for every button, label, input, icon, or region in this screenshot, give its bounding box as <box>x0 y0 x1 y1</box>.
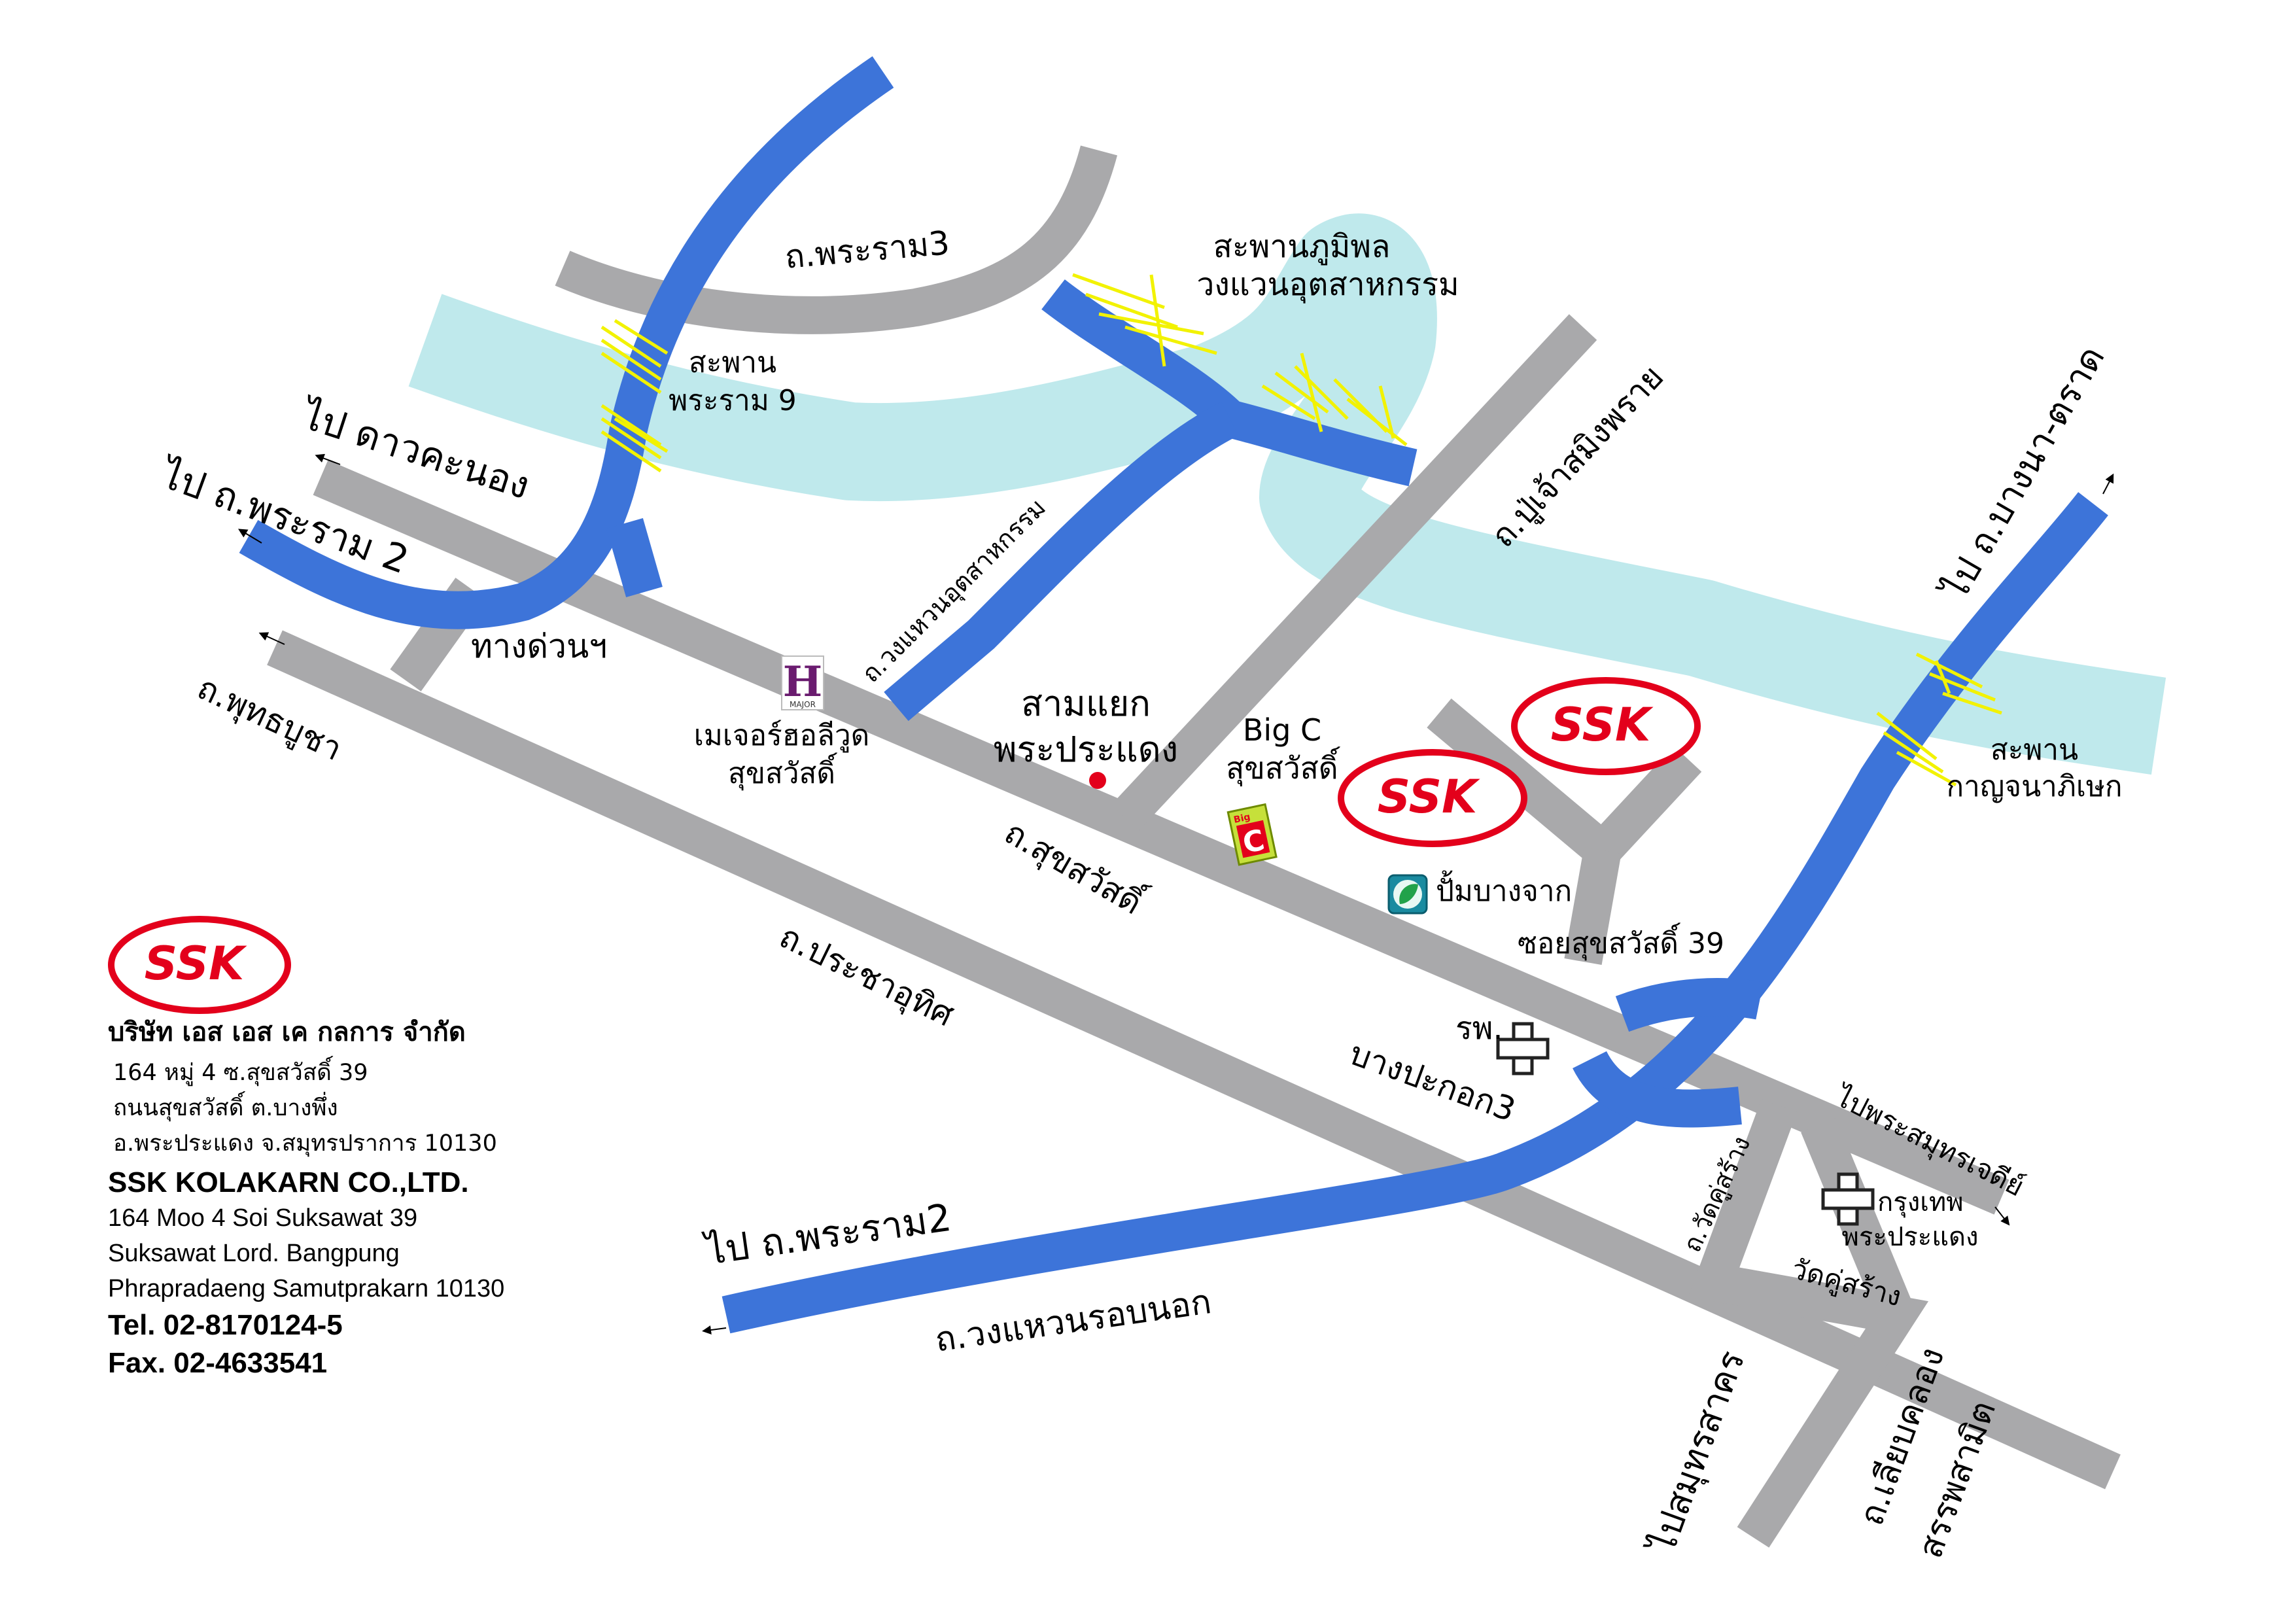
rama9-expressway <box>239 56 894 629</box>
label-soi-39: ซอยสุขสวัสดิ์ 39 <box>1518 927 1724 960</box>
interchange-loop-2 <box>1573 1050 1742 1128</box>
label-bangkok-hosp-1: กรุงเทพ <box>1877 1187 1964 1217</box>
label-rama9-bridge-2: พระราม 9 <box>669 384 797 417</box>
big-c-logo: C Big <box>1226 803 1278 866</box>
roads <box>267 145 2121 1548</box>
label-sam-yaek-2: พระประแดง <box>993 729 1179 770</box>
puchao-samingphrai-road <box>1111 314 1597 831</box>
expressway-branch <box>606 518 663 597</box>
label-rama9-bridge-1: สะพาน <box>688 346 777 379</box>
major-hollywood-logo: H MAJOR <box>781 655 824 710</box>
chao-phraya-river <box>408 213 2166 775</box>
soi-39-down <box>1564 846 1622 966</box>
label-sam-yaek-1: สามแยก <box>1020 683 1151 724</box>
label-major-1: เมเจอร์ฮอลีวูด <box>693 719 870 752</box>
company-address-th-2: ถนนสุขสวัสดิ์ ต.บางพึ่ง <box>113 1095 338 1121</box>
suksawat-road <box>313 460 2009 1215</box>
company-address-en-3: Phrapradaeng Samutprakarn 10130 <box>108 1275 505 1302</box>
wat-khu-road <box>1688 1098 1929 1548</box>
bridges <box>600 273 2002 787</box>
label-bigc-1: Big C <box>1242 712 1322 748</box>
company-fax: Fax. 02-4633541 <box>108 1347 328 1379</box>
label-bang-pakok-hosp-1: รพ. <box>1455 1010 1503 1047</box>
hospital-icon-bangkok <box>1821 1172 1875 1226</box>
ssk-logo-company: SSK <box>108 916 291 1014</box>
company-address-en-2: Suksawat Lord. Bangpung <box>108 1240 400 1267</box>
ssk-logo-map-1: SSK <box>1511 677 1701 775</box>
bhumibol-bridge-2 <box>1261 353 1408 446</box>
label-bhumibol-bridge: สะพานภูมิพล <box>1213 228 1391 265</box>
label-expressway: ทางด่วนฯ <box>471 627 608 665</box>
company-address-th-3: อ.พระประแดง จ.สมุทรปราการ 10130 <box>113 1130 497 1157</box>
company-name-en: SSK KOLAKARN CO.,LTD. <box>108 1166 469 1198</box>
sam-yaek-dot <box>1089 772 1106 789</box>
label-bangchak: ปั้มบางจาก <box>1436 875 1573 908</box>
bangchak-logo <box>1387 874 1428 915</box>
svg-text:SSK: SSK <box>1551 698 1654 752</box>
label-bangkok-hosp-2: พระประแดง <box>1841 1222 1979 1252</box>
interchange-loop <box>1615 978 1764 1032</box>
expressways <box>239 56 2108 1334</box>
bhumibol-bridge-1 <box>1072 273 1217 367</box>
direction-arrows <box>237 453 2114 1335</box>
arrow-to-phutthabucha <box>258 632 285 645</box>
ssk-logo-map-2: SSK <box>1338 749 1527 847</box>
hospital-icon-bang-pakok <box>1496 1022 1550 1075</box>
rama9-bridge <box>600 319 669 473</box>
label-kanchana-bridge-2: กาญจนาภิเษก <box>1946 770 2123 803</box>
arrow-to-phra-samut <box>1994 1206 2010 1226</box>
label-industrial-ring: วงแวนอุตสาหกรรม <box>1196 266 1459 303</box>
rama3-road <box>555 145 1118 334</box>
label-kanchana-bridge-1: สะพาน <box>1990 733 2079 767</box>
svg-text:H: H <box>783 657 822 707</box>
svg-text:Big: Big <box>1233 812 1251 826</box>
company-tel: Tel. 02-8170124-5 <box>108 1309 343 1341</box>
arrow-to-bangna <box>2102 473 2114 495</box>
company-address-en-1: 164 Moo 4 Soi Suksawat 39 <box>108 1204 418 1232</box>
arrow-to-rama2-bottom <box>702 1325 727 1335</box>
industrial-ring-branch <box>884 402 1239 722</box>
svg-text:MAJOR: MAJOR <box>790 700 816 709</box>
svg-text:SSK: SSK <box>1378 770 1480 824</box>
arrow-to-dao-khanong <box>315 453 341 465</box>
label-major-2: สุขสวัสดิ์ <box>728 757 835 790</box>
company-info: บริษัท เอส เอส เค กลการ จำกัด 164 หมู่ 4… <box>108 1011 504 1382</box>
phutthabucha-road <box>267 630 2121 1490</box>
kanchana-bridge <box>1876 652 2002 787</box>
arrow-to-rama2-left <box>237 529 262 544</box>
outer-ring-road <box>722 492 2108 1334</box>
svg-text:SSK: SSK <box>145 937 247 990</box>
company-address-th-1: 164 หมู่ 4 ซ.สุขสวัสดิ์ 39 <box>113 1060 368 1086</box>
label-bigc-2: สุขสวัสดิ์ <box>1226 750 1338 786</box>
company-name-th: บริษัท เอส เอส เค กลการ จำกัด <box>108 1017 466 1047</box>
